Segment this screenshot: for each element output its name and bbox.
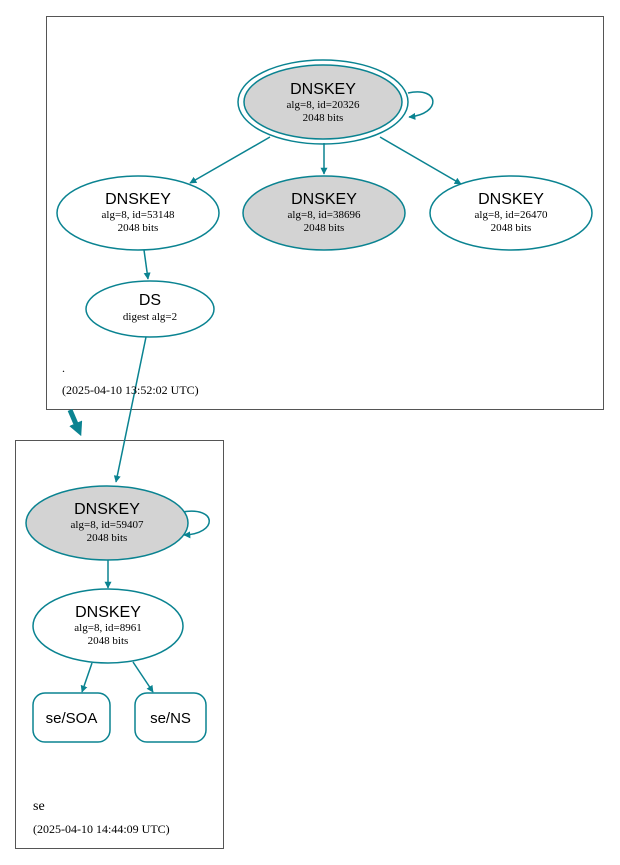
edge-se-zsk-to-soa (80, 662, 93, 693)
root-ksk-node: DNSKEY alg=8, id=20326 2048 bits (237, 59, 409, 145)
edge-ksk-self-loop (407, 91, 434, 120)
node-detail: alg=8, id=26470 (475, 209, 548, 221)
node-detail: alg=8, id=8961 (74, 622, 141, 634)
node-label: se/SOA (46, 710, 98, 727)
node-detail: alg=8, id=59407 (71, 519, 144, 531)
node-title: DNSKEY (74, 501, 140, 518)
ds-node: DS digest alg=2 (85, 280, 215, 338)
zone-name: se (33, 799, 45, 814)
se-zone-cluster (15, 440, 224, 849)
delegation-arrow (67, 409, 83, 437)
zone-name: . (62, 361, 65, 375)
edge-zsk1-to-ds (143, 249, 151, 280)
zone-timestamp: (2025-04-10 14:44:09 UTC) (33, 822, 170, 836)
node-detail: alg=8, id=53148 (102, 209, 175, 221)
node-title: DNSKEY (105, 191, 171, 208)
root-zsk-26470-node: DNSKEY alg=8, id=26470 2048 bits (429, 175, 593, 251)
node-title: DNSKEY (291, 191, 357, 208)
node-detail: alg=8, id=38696 (288, 209, 361, 221)
edge-se-zsk-to-ns (132, 661, 154, 693)
zone-timestamp: (2025-04-10 13:52:02 UTC) (62, 383, 199, 397)
node-title: DNSKEY (478, 191, 544, 208)
edge-ds-to-se-ksk (113, 336, 147, 483)
node-title: DNSKEY (75, 604, 141, 621)
se-zsk-node: DNSKEY alg=8, id=8961 2048 bits (32, 588, 184, 664)
node-detail: 2048 bits (87, 532, 128, 544)
node-detail: alg=8, id=20326 (287, 99, 360, 111)
node-detail: digest alg=2 (123, 311, 177, 323)
root-zsk-38696-node: DNSKEY alg=8, id=38696 2048 bits (242, 175, 406, 251)
edge-ksk-to-zsk1 (189, 136, 271, 184)
node-title: DNSKEY (290, 81, 356, 98)
se-ns-node: se/NS (134, 692, 207, 743)
node-title: DS (139, 292, 161, 309)
node-detail: 2048 bits (88, 635, 129, 647)
node-label: se/NS (150, 710, 191, 727)
node-detail: 2048 bits (303, 112, 344, 124)
node-detail: 2048 bits (118, 222, 159, 234)
node-detail: 2048 bits (304, 222, 345, 234)
root-zsk-53148-node: DNSKEY alg=8, id=53148 2048 bits (56, 175, 220, 251)
se-soa-node: se/SOA (32, 692, 111, 743)
node-detail: 2048 bits (491, 222, 532, 234)
se-ksk-node: DNSKEY alg=8, id=59407 2048 bits (25, 485, 189, 561)
edge-ksk-to-zsk3 (379, 136, 462, 185)
edge-se-ksk-self-loop (181, 510, 210, 539)
root-zone-cluster (46, 16, 604, 410)
